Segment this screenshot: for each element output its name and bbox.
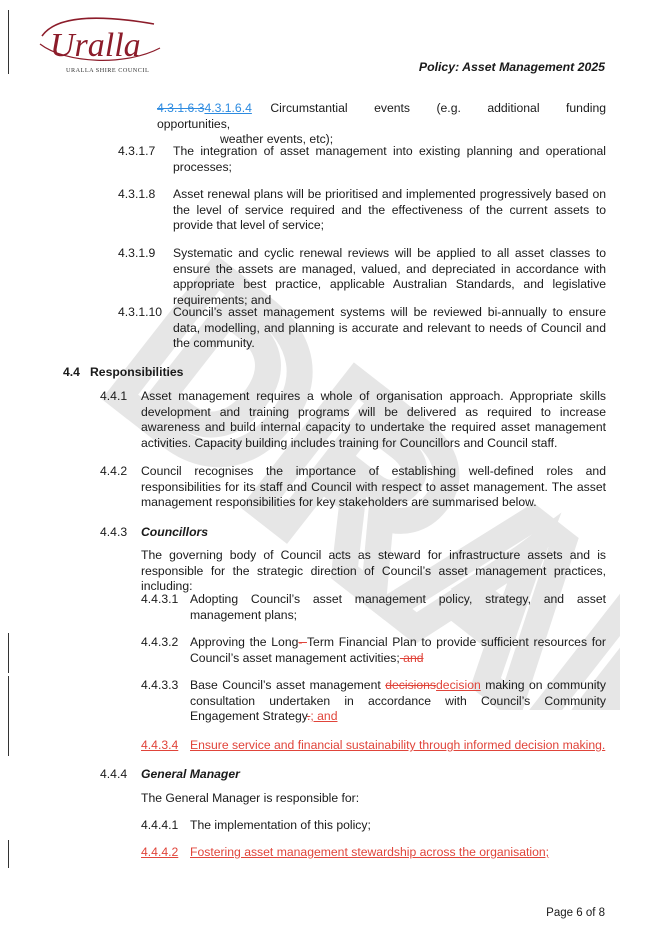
clause-number: 4.4.1 — [100, 389, 128, 403]
tracked-deletion: decisions — [385, 678, 437, 692]
clause-text: Base Council’s asset management decision… — [190, 678, 606, 725]
section-heading: Responsibilities — [90, 365, 184, 379]
clause-text: Asset renewal plans will be prioritised … — [173, 187, 606, 232]
change-bar — [8, 10, 9, 74]
change-bar — [8, 633, 9, 673]
clause-number: 4.3.1.9 — [118, 246, 156, 260]
clause-text: Approving the Long- Term Financial Plan … — [190, 635, 606, 666]
uralla-logo: Uralla URALLA SHIRE COUNCIL — [36, 14, 166, 76]
text-run: Approving the Long — [190, 635, 299, 649]
clause-number: 4.3.1.8 — [118, 187, 156, 201]
text-run: Term Financial Plan to provide sufficien… — [190, 635, 606, 665]
tracked-deletion: and — [399, 650, 424, 665]
clause-text: Asset management requires a whole of org… — [141, 389, 606, 450]
change-bar — [8, 840, 9, 868]
inserted-clause-text: Ensure service and financial sustainabil… — [190, 738, 606, 752]
tracked-deletion: . — [306, 709, 311, 723]
tracked-deletion: - — [298, 635, 307, 649]
subsection-heading: General Manager — [141, 767, 240, 781]
clause-text: Council recognises the importance of est… — [141, 464, 606, 509]
inserted-number: 4.3.1.6.4 — [204, 101, 252, 115]
section-number: 4.4 — [63, 365, 80, 379]
tracked-insertion: ; and — [310, 709, 338, 723]
clause-text: The implementation of this policy; — [190, 818, 371, 832]
clause-number: 4.4.3.2 — [141, 635, 179, 649]
clause-number: 4.4.3 — [100, 525, 128, 539]
clause-text: weather events, etc); — [220, 132, 334, 146]
text-run: making on community consultation underta… — [190, 678, 606, 723]
clause-text: The General Manager is responsible for: — [141, 791, 360, 805]
clause-text: Adopting Council’s asset management poli… — [190, 592, 606, 622]
clause-number: 4.3.1.10 — [118, 305, 163, 319]
clause-text: Circumstantial events (e.g. additional f… — [157, 101, 606, 131]
clause-text: The governing body of Council acts as st… — [141, 548, 606, 593]
deleted-number: 4.3.1.6.3 — [157, 101, 205, 115]
tracked-insertion: decision — [436, 678, 481, 692]
clause-text: The integration of asset management into… — [173, 144, 606, 174]
clause-number: 4.4.3.3 — [141, 678, 179, 692]
inserted-clause-text: Fostering asset management stewardship a… — [190, 845, 550, 859]
clause-number: 4.4.4.1 — [141, 818, 179, 832]
svg-text:URALLA SHIRE COUNCIL: URALLA SHIRE COUNCIL — [66, 67, 149, 74]
svg-text:Uralla: Uralla — [50, 27, 141, 64]
clause-text: Systematic and cyclic renewal reviews wi… — [173, 246, 606, 307]
clause-number: 4.4.4.2 — [141, 845, 179, 859]
clause-number: 4.3.1.7 — [118, 144, 156, 158]
clause-number: 4.4.4 — [100, 767, 128, 781]
change-bar — [8, 676, 9, 756]
clause-4-3-1-6-4: 4.3.1.6.34.3.1.6.4 Circumstantial events… — [157, 101, 606, 148]
clause-number: 4.4.3.1 — [141, 592, 179, 606]
policy-title: Policy: Asset Management 2025 — [418, 60, 605, 74]
subsection-heading: Councillors — [141, 525, 209, 539]
page-number: Page 6 of 8 — [546, 907, 605, 919]
clause-number: 4.4.2 — [100, 464, 128, 478]
clause-number: 4.4.3.4 — [141, 738, 179, 752]
text-run: Base Council’s asset management — [190, 678, 386, 692]
clause-text: Council’s asset management systems will … — [173, 305, 606, 350]
